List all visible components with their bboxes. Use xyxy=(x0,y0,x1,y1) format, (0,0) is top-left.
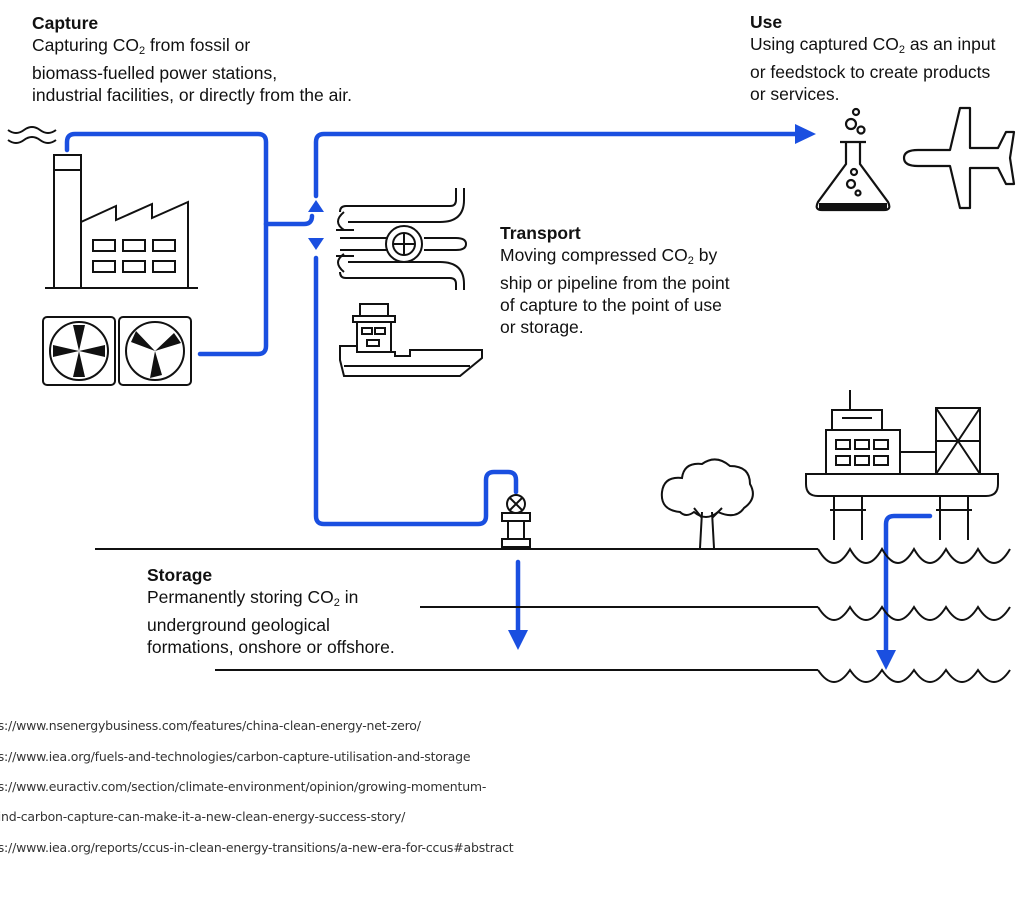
transport-description: Transport Moving compressed CO2 by ship … xyxy=(500,222,770,338)
reference-link[interactable]: ps://www.iea.org/fuels-and-technologies/… xyxy=(0,749,471,764)
storage-line2: underground geological xyxy=(147,615,330,635)
fan-blades xyxy=(53,325,181,378)
capture-line2: biomass-fuelled power stations, xyxy=(32,63,278,83)
transport-line4: or storage. xyxy=(500,317,584,337)
transport-line2: ship or pipeline from the point xyxy=(500,273,730,293)
transport-line3: of capture to the point of use xyxy=(500,295,722,315)
use-title: Use xyxy=(750,12,783,32)
pipeline-icon xyxy=(336,188,468,290)
use-line1-pre: Using captured CO xyxy=(750,34,899,54)
capture-description: Capture Capturing CO2 from fossil or bio… xyxy=(32,12,412,106)
reference-link[interactable]: ps://www.iea.org/reports/ccus-in-clean-e… xyxy=(0,840,514,855)
storage-line1-pre: Permanently storing CO xyxy=(147,587,334,607)
use-line1-sub: 2 xyxy=(898,44,905,56)
reference-link[interactable]: ps://www.euractiv.com/section/climate-en… xyxy=(0,779,487,794)
co2-flow-lines xyxy=(64,131,933,655)
airplane-icon xyxy=(902,106,1016,210)
transport-line1-post: by xyxy=(693,245,718,265)
storage-line1-post: in xyxy=(339,587,359,607)
use-description: Use Using captured CO2 as an input or fe… xyxy=(750,11,1022,105)
transport-title: Transport xyxy=(500,223,581,243)
flask-liquid xyxy=(819,203,887,209)
capture-line3: industrial facilities, or directly from … xyxy=(32,85,352,105)
use-line3: or services. xyxy=(750,84,840,104)
ground-lines xyxy=(95,548,818,671)
ccus-diagram xyxy=(7,106,1016,683)
tree-icon xyxy=(660,458,754,549)
factory-icon xyxy=(7,126,198,289)
fan-icon xyxy=(42,316,192,386)
wellhead-icon xyxy=(501,494,531,548)
capture-title: Capture xyxy=(32,13,99,33)
reference-link[interactable]: ps://www.nsenergybusiness.com/features/c… xyxy=(0,718,421,733)
capture-line1-post: from fossil or xyxy=(145,35,251,55)
use-line1-post: as an input xyxy=(904,34,996,54)
capture-line1-pre: Capturing CO xyxy=(32,35,139,55)
storage-title: Storage xyxy=(147,565,213,585)
ship-icon xyxy=(339,303,483,377)
capture-line1-sub: 2 xyxy=(139,45,146,57)
valve-icon xyxy=(385,225,423,263)
storage-line1-sub: 2 xyxy=(333,597,340,609)
flask-icon xyxy=(815,107,891,212)
storage-line3: formations, onshore or offshore. xyxy=(147,637,395,657)
use-line2: or feedstock to create products xyxy=(750,62,991,82)
storage-description: Storage Permanently storing CO2 in under… xyxy=(147,564,447,658)
reference-link-continued[interactable]: hind-carbon-capture-can-make-it-a-new-cl… xyxy=(0,809,406,824)
flow-arrowheads xyxy=(308,124,896,670)
transport-line1-sub: 2 xyxy=(687,255,694,267)
wave-icon xyxy=(817,546,1011,683)
transport-line1-pre: Moving compressed CO xyxy=(500,245,688,265)
offshore-platform-icon xyxy=(805,390,999,540)
